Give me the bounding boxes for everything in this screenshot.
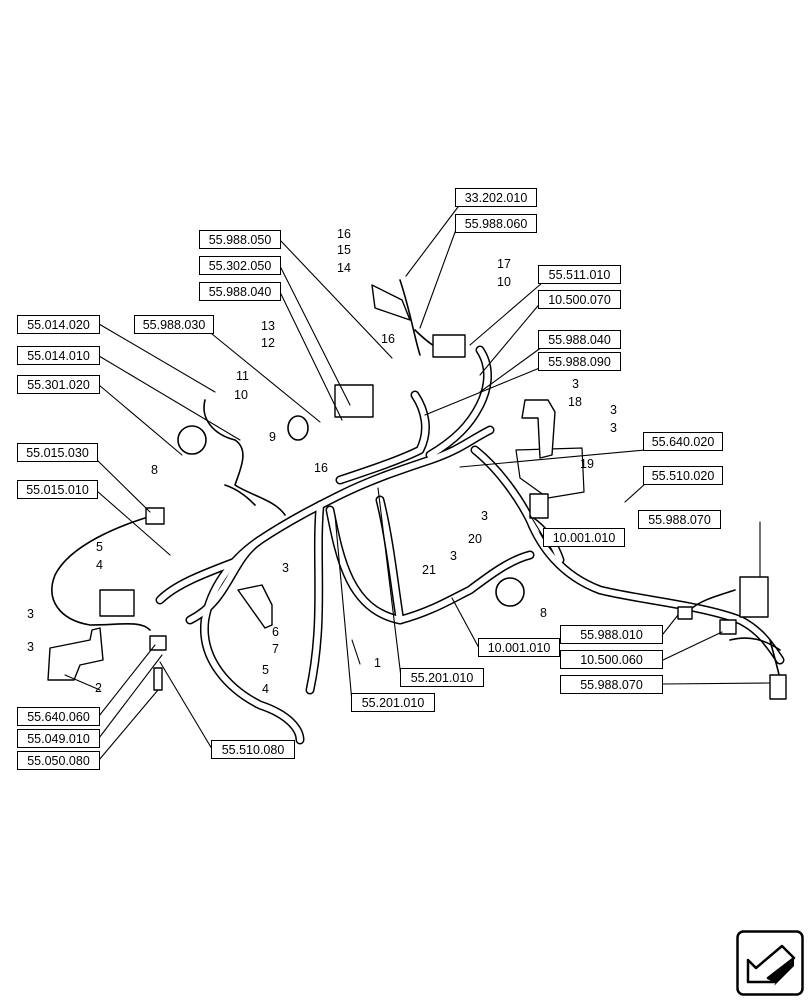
item-number: 12 bbox=[261, 336, 275, 350]
item-number: 3 bbox=[610, 403, 617, 417]
ref-box-55-988-040-right[interactable]: 55.988.040 bbox=[538, 330, 621, 349]
ref-box-55-510-080[interactable]: 55.510.080 bbox=[211, 740, 295, 759]
bracket-6 bbox=[237, 584, 273, 629]
arrow-left-down-icon[interactable] bbox=[736, 930, 804, 996]
ref-box-55-988-050[interactable]: 55.988.050 bbox=[199, 230, 281, 249]
item-number: 9 bbox=[269, 430, 276, 444]
item-number: 3 bbox=[282, 561, 289, 575]
ref-box-55-988-010[interactable]: 55.988.010 bbox=[560, 625, 663, 644]
connector-block bbox=[432, 334, 466, 358]
ref-box-10-500-070[interactable]: 10.500.070 bbox=[538, 290, 621, 309]
item-number: 16 bbox=[381, 332, 395, 346]
ref-box-55-014-010[interactable]: 55.014.010 bbox=[17, 346, 100, 365]
item-number: 13 bbox=[261, 319, 275, 333]
bracket-18 bbox=[521, 399, 556, 459]
item-number: 4 bbox=[262, 682, 269, 696]
thin-wires bbox=[51, 279, 783, 691]
sensor-55-050-080 bbox=[153, 667, 163, 691]
item-number: 20 bbox=[468, 532, 482, 546]
item-number: 3 bbox=[27, 607, 34, 621]
ref-box-55-640-060[interactable]: 55.640.060 bbox=[17, 707, 100, 726]
item-number: 6 bbox=[272, 625, 279, 639]
ref-box-55-015-010[interactable]: 55.015.010 bbox=[17, 480, 98, 499]
item-number: 5 bbox=[262, 663, 269, 677]
ref-box-10-001-010-right[interactable]: 10.001.010 bbox=[543, 528, 625, 547]
ref-box-10-500-060[interactable]: 10.500.060 bbox=[560, 650, 663, 669]
ref-box-55-014-020[interactable]: 55.014.020 bbox=[17, 315, 100, 334]
item-number: 1 bbox=[374, 656, 381, 670]
connector-55-988-010 bbox=[677, 606, 693, 620]
item-number: 14 bbox=[337, 261, 351, 275]
ref-box-55-302-050[interactable]: 55.302.050 bbox=[199, 256, 281, 275]
cable-tie-loop bbox=[287, 415, 309, 441]
item-number: 7 bbox=[272, 642, 279, 656]
switch-component bbox=[99, 589, 135, 617]
ref-box-55-511-010[interactable]: 55.511.010 bbox=[538, 265, 621, 284]
item-number: 11 bbox=[236, 369, 249, 383]
item-number: 16 bbox=[337, 227, 351, 241]
item-number: 16 bbox=[314, 461, 328, 475]
item-number: 3 bbox=[572, 377, 579, 391]
item-number: 3 bbox=[610, 421, 617, 435]
bracket-2 bbox=[47, 627, 104, 681]
ref-box-55-510-020[interactable]: 55.510.020 bbox=[643, 466, 723, 485]
item-number: 18 bbox=[568, 395, 582, 409]
item-number: 10 bbox=[234, 388, 248, 402]
item-number: 3 bbox=[27, 640, 34, 654]
item-number: 3 bbox=[481, 509, 488, 523]
ref-box-55-988-030[interactable]: 55.988.030 bbox=[134, 315, 214, 334]
item-number: 17 bbox=[497, 257, 511, 271]
item-number: 21 bbox=[422, 563, 436, 577]
ref-box-55-988-090[interactable]: 55.988.090 bbox=[538, 352, 621, 371]
ref-box-10-001-010-lower[interactable]: 10.001.010 bbox=[478, 638, 560, 657]
connector-55-988-070 bbox=[739, 576, 769, 618]
item-number: 2 bbox=[95, 681, 102, 695]
connector-10-001-010 bbox=[529, 493, 549, 519]
leader-lines bbox=[64, 206, 771, 761]
ref-box-55-988-040-upper[interactable]: 55.988.040 bbox=[199, 282, 281, 301]
cable-tie-loop bbox=[495, 577, 525, 607]
ref-box-55-015-030[interactable]: 55.015.030 bbox=[17, 443, 98, 462]
item-number: 19 bbox=[580, 457, 594, 471]
connector-rear bbox=[769, 674, 787, 700]
item-number: 8 bbox=[540, 606, 547, 620]
ref-box-55-988-070-lower[interactable]: 55.988.070 bbox=[560, 675, 663, 694]
relay-box bbox=[334, 384, 374, 418]
ref-box-55-049-010[interactable]: 55.049.010 bbox=[17, 729, 100, 748]
item-number: 15 bbox=[337, 243, 351, 257]
item-number: 10 bbox=[497, 275, 511, 289]
ref-box-55-201-010-left[interactable]: 55.201.010 bbox=[351, 693, 435, 712]
ref-box-55-050-080[interactable]: 55.050.080 bbox=[17, 751, 100, 770]
item-number: 5 bbox=[96, 540, 103, 554]
cable-tie-loop bbox=[177, 425, 207, 455]
ref-box-55-988-060[interactable]: 55.988.060 bbox=[455, 214, 537, 233]
ref-box-55-988-070-upper[interactable]: 55.988.070 bbox=[638, 510, 721, 529]
connector-10-500-060 bbox=[719, 619, 737, 635]
item-number: 8 bbox=[151, 463, 158, 477]
ref-box-55-201-010-right[interactable]: 55.201.010 bbox=[400, 668, 484, 687]
item-number: 4 bbox=[96, 558, 103, 572]
bracket-14 bbox=[371, 284, 411, 321]
item-number: 3 bbox=[450, 549, 457, 563]
ref-box-33-202-010[interactable]: 33.202.010 bbox=[455, 188, 537, 207]
ref-box-55-301-020[interactable]: 55.301.020 bbox=[17, 375, 100, 394]
ref-box-55-640-020[interactable]: 55.640.020 bbox=[643, 432, 723, 451]
